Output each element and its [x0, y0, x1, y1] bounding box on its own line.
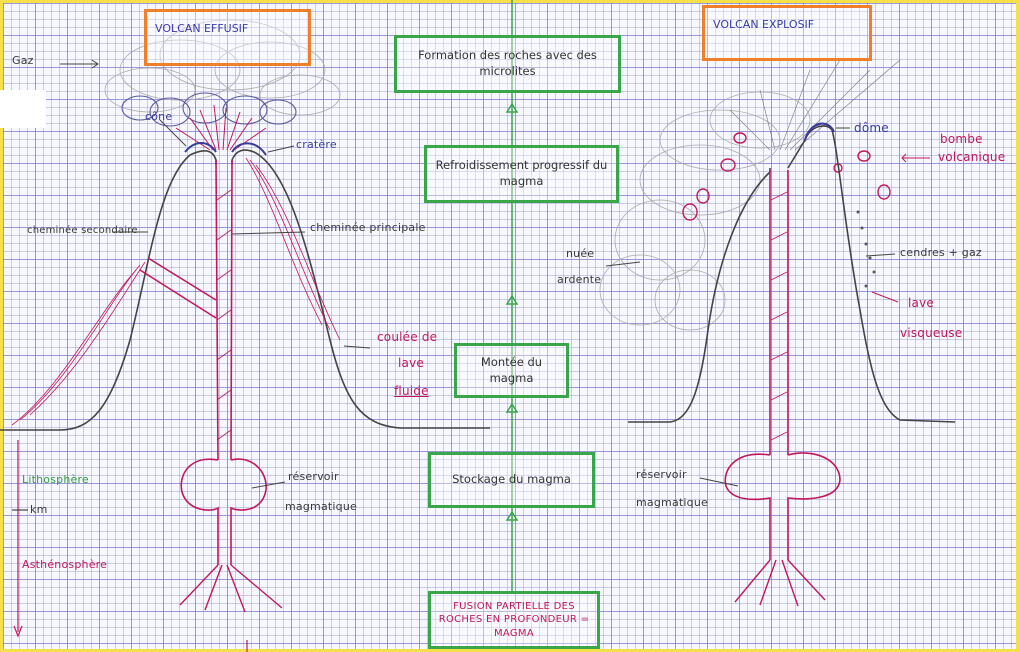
- label-arrows-explosive: [605, 127, 930, 487]
- lithosphere-scale: [12, 440, 28, 638]
- label-lave-1: lave: [908, 296, 934, 310]
- lava-flow-left: [11, 261, 146, 426]
- lower-chimney-effusive: [217, 520, 232, 565]
- eruption-strokes: [175, 104, 267, 151]
- step-refroidissement: Refroidissement progressif du magma: [435, 158, 608, 188]
- explosive-chimney: [769, 170, 789, 455]
- label-coulee-1: coulée de: [377, 330, 438, 344]
- crater-arc-left: [184, 142, 217, 153]
- step-stockage: Stockage du magma: [452, 472, 571, 487]
- label-coulee-2: lave: [398, 356, 424, 370]
- label-nuee-1: nuée: [566, 247, 595, 260]
- crater-arc-right: [231, 142, 267, 156]
- label-lave-2: visqueuse: [900, 326, 963, 340]
- label-nuee-2: ardente: [557, 273, 602, 286]
- effusive-cone-right-slope: [231, 149, 490, 429]
- label-reservoir-effusive-2: magmatique: [285, 500, 357, 513]
- dome-arc: [803, 122, 836, 141]
- label-cheminee-principale: cheminée principale: [310, 221, 426, 234]
- label-asthenosphere: Asthénosphère: [22, 558, 108, 571]
- label-gaz: Gaz: [12, 54, 34, 67]
- secondary-chimney: [139, 257, 217, 319]
- white-patch: [0, 90, 46, 128]
- lower-chimney-explosive: [769, 510, 789, 560]
- arrow-head-4: [505, 102, 519, 113]
- main-chimney: [215, 159, 233, 461]
- magma-reservoir-explosive: [724, 452, 841, 510]
- explosive-chimney-hatch: [770, 191, 788, 441]
- label-reservoir-explosive-1: réservoir: [636, 468, 687, 481]
- explosive-cone-left-slope: [628, 168, 771, 423]
- step-fusion: FUSION PARTIELLE DES ROCHES EN PROFONDEU…: [438, 600, 590, 639]
- label-lithosphere: Lithosphère: [22, 473, 89, 486]
- label-coulee-3: fluide: [394, 384, 429, 398]
- arrow-head-2: [505, 402, 519, 413]
- arrow-head-3: [505, 294, 519, 305]
- label-reservoir-explosive-2: magmatique: [636, 496, 708, 509]
- title-explosive: VOLCAN EXPLOSIF: [713, 18, 815, 31]
- label-cendres: cendres + gaz: [900, 246, 982, 259]
- step-box-refroidissement: Refroidissement progressif du magma: [424, 145, 619, 203]
- volcanic-bombs: [682, 132, 891, 221]
- effusive-cone-left-slope: [0, 150, 217, 431]
- title-box-explosive: VOLCAN EXPLOSIF: [702, 5, 872, 61]
- step-montee: Montée du magma: [480, 354, 543, 385]
- step-box-formation: Formation des roches avec des microlites: [394, 35, 621, 93]
- step-formation: Formation des roches avec des microlites: [418, 48, 597, 78]
- magma-roots-explosive: [734, 559, 826, 607]
- chimney-hatch: [216, 189, 232, 441]
- label-dome: dôme: [854, 121, 889, 135]
- label-bombe-1: bombe: [940, 132, 983, 146]
- label-cheminee-secondaire: cheminée secondaire: [27, 225, 138, 236]
- title-box-effusive: VOLCAN EFFUSIF: [144, 9, 311, 66]
- step-box-montee: Montée du magma: [454, 343, 569, 398]
- explosive-cone-right-slope: [787, 125, 956, 423]
- label-km: km: [30, 503, 48, 516]
- ash-streaks: [729, 59, 901, 151]
- label-arrows-effusive: [60, 59, 371, 489]
- label-reservoir-effusive-1: réservoir: [288, 470, 339, 483]
- step-box-stockage: Stockage du magma: [428, 452, 595, 508]
- label-bombe-2: volcanique: [938, 150, 1006, 164]
- lava-flow-right: [245, 157, 341, 341]
- ash-dots: [856, 210, 876, 288]
- title-effusive: VOLCAN EFFUSIF: [155, 22, 249, 35]
- label-cratere: cratère: [296, 138, 337, 151]
- ash-cloud-scribbles: [599, 91, 811, 331]
- step-box-fusion: FUSION PARTIELLE DES ROCHES EN PROFONDEU…: [428, 591, 600, 649]
- arrow-head-1: [505, 510, 519, 521]
- magma-roots-effusive: [179, 564, 283, 613]
- magma-reservoir-effusive: [180, 458, 267, 520]
- label-cone: cône: [145, 110, 173, 123]
